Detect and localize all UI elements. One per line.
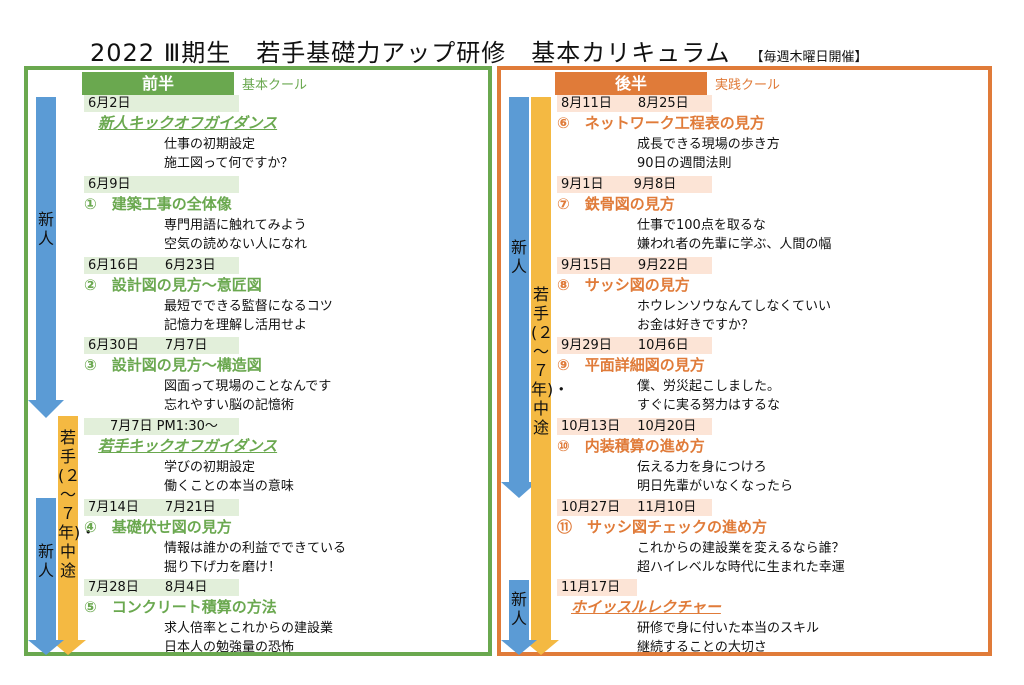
second-half-course: 実践クール xyxy=(715,78,781,93)
session-desc: 掘り下げ力を磨け！ xyxy=(164,560,282,575)
session-desc: ホウレンソウなんてしなくていい xyxy=(637,299,831,314)
session-title: ⑪ サッシ図チェックの進め方 xyxy=(557,518,768,536)
page-title: 2022 Ⅲ期生 若手基礎力アップ研修 基本カリキュラム 【毎週木曜日開催】 xyxy=(90,33,868,68)
young-arrow xyxy=(50,416,86,655)
session-dates: 8月11日 8月25日 xyxy=(557,95,712,112)
session-title: ③ 設計図の見方～構造図 xyxy=(84,356,262,374)
session-desc: 仕事の初期設定 xyxy=(164,137,256,152)
session-desc: 求人倍率とこれからの建設業 xyxy=(164,621,334,636)
session-title: ⑥ ネットワーク工程表の見方 xyxy=(557,114,765,132)
session-title: ① 建築工事の全体像 xyxy=(84,195,232,213)
second-half-panel: 後半 実践クール 新人 若手(２～７年)・中途 新人 8月11日 8月25日 ⑥… xyxy=(497,66,992,656)
session-desc: これからの建設業を変えるなら誰？ xyxy=(637,541,845,556)
session-title: ④ 基礎伏せ図の見方 xyxy=(84,518,232,536)
session-desc: 伝える力を身につけろ xyxy=(637,460,767,475)
session-desc: 空気の読めない人になれ xyxy=(164,237,308,252)
new-label-bottom: 新人 xyxy=(510,590,527,628)
session-desc: 図面って現場のことなんです xyxy=(164,379,332,394)
session-title: ⑧ サッシ図の見方 xyxy=(557,276,690,294)
session-desc: 最短でできる監督になるコツ xyxy=(164,299,333,314)
session-dates: 6月16日 6月23日 xyxy=(84,257,239,274)
session-desc: 継続することの大切さ xyxy=(637,640,767,655)
session-title: ⑨ 平面詳細図の見方 xyxy=(557,356,705,374)
new-arrow-top xyxy=(501,97,537,498)
new-label-top: 新人 xyxy=(37,210,54,248)
new-arrow-bottom xyxy=(28,498,64,655)
session-dates: 10月13日 10月20日 xyxy=(557,418,712,435)
session-desc: すぐに実る努力はするな xyxy=(637,398,781,413)
session-desc: 90日の週間法則 xyxy=(637,156,732,171)
session-dates: 9月29日 10月6日 xyxy=(557,337,712,354)
session-title: ⑦ 鉄骨図の見方 xyxy=(557,195,675,213)
session-desc: 働くことの本当の意味 xyxy=(164,479,294,494)
session-title: ホイッスルレクチャー xyxy=(571,598,721,616)
session-desc: 忘れやすい脳の記憶術 xyxy=(164,398,295,413)
session-title: ⑩ 内装積算の進め方 xyxy=(557,437,705,455)
session-dates: 11月17日 xyxy=(557,579,637,596)
new-label-bottom: 新人 xyxy=(37,542,54,580)
first-half-arrows xyxy=(28,97,86,655)
session-desc: お金は好きですか？ xyxy=(637,318,755,333)
session-dates: 7月14日 7月21日 xyxy=(84,499,239,516)
session-desc: 専門用語に触れてみよう xyxy=(164,218,307,233)
session-dates: 7月28日 8月4日 xyxy=(84,579,239,596)
young-label: 若手(２～７年)・中途 xyxy=(58,428,97,580)
session-desc: 仕事で100点を取るな xyxy=(637,218,766,233)
session-desc: 超ハイレベルな時代に生まれた幸運 xyxy=(637,560,845,575)
session-dates: 6月30日 7月7日 xyxy=(84,337,239,354)
session-title: 若手キックオフガイダンス xyxy=(98,437,278,455)
title-text: 2022 Ⅲ期生 若手基礎力アップ研修 基本カリキュラム xyxy=(90,39,731,67)
session-dates: 9月15日 9月22日 xyxy=(557,257,712,274)
session-dates: 10月27日 11月10日 xyxy=(557,499,712,516)
session-dates: 9月1日 9月8日 xyxy=(557,176,712,193)
young-arrow xyxy=(523,97,559,655)
session-dates: 6月9日 xyxy=(84,176,239,193)
first-half-panel: 前半 基本クール 新人 若手(２～７年)・中途 新人 6月2日 新人キックオフガ… xyxy=(24,66,492,656)
first-half-course: 基本クール xyxy=(242,78,308,93)
new-arrow-top xyxy=(28,97,64,418)
second-half-arrows xyxy=(501,97,559,655)
session-title: ② 設計図の見方～意匠図 xyxy=(84,276,262,294)
session-desc: 日本人の勉強量の恐怖 xyxy=(164,640,295,655)
session-dates: 6月2日 xyxy=(84,95,239,112)
new-label-top: 新人 xyxy=(510,238,527,276)
first-half-label: 前半 xyxy=(82,72,234,95)
session-desc: 学びの初期設定 xyxy=(164,460,256,475)
session-desc: 成長できる現場の歩き方 xyxy=(637,137,780,152)
new-arrow-bottom xyxy=(501,580,537,655)
session-desc: 嫌われ者の先輩に学ぶ、人間の幅 xyxy=(637,237,832,252)
session-desc: 施工図って何ですか？ xyxy=(164,156,294,171)
session-desc: 研修で身に付いた本当のスキル xyxy=(637,621,820,636)
session-dates: 7月7日 PM1:30～ xyxy=(84,418,239,435)
session-title: 新人キックオフガイダンス xyxy=(98,114,278,132)
session-desc: 記憶力を理解し活用せよ xyxy=(164,318,308,333)
young-label: 若手(２～７年)・中途 xyxy=(531,285,570,437)
session-desc: 僕、労災起こしました。 xyxy=(637,379,781,394)
schedule-note: 【毎週木曜日開催】 xyxy=(750,50,868,65)
session-title: ⑤ コンクリート積算の方法 xyxy=(84,598,277,616)
session-desc: 情報は誰かの利益でできている xyxy=(164,541,347,556)
second-half-label: 後半 xyxy=(555,72,707,95)
session-desc: 明日先輩がいなくなったら xyxy=(637,479,794,494)
